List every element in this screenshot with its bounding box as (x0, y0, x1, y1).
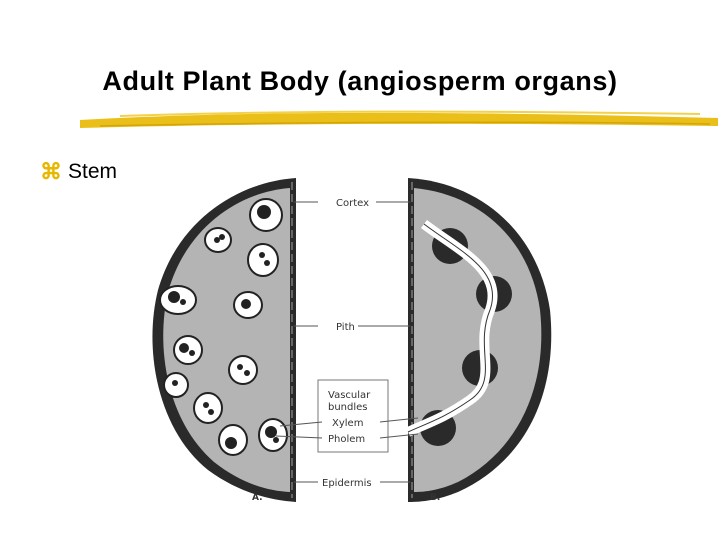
label-panel-a: A. (252, 493, 263, 503)
label-xylem: Xylem (332, 418, 363, 429)
stem-cross-section-figure: Cortex Pith Vascular bundles Xylem Phole… (118, 160, 578, 520)
label-pith: Pith (336, 322, 355, 333)
stem-diagram: Cortex Pith Vascular bundles Xylem Phole… (152, 178, 552, 503)
label-vascular: Vascular (328, 390, 371, 401)
z-bullet-icon: ⌘ (40, 159, 62, 184)
label-cortex: Cortex (336, 198, 369, 209)
leader-lines (275, 201, 419, 483)
xylem-dots-a (168, 205, 279, 449)
label-panel-b: B. (430, 493, 440, 503)
slide-title: Adult Plant Body (angiosperm organs) (102, 66, 618, 96)
label-box (317, 379, 389, 453)
vascular-bundles-b (420, 228, 512, 446)
label-phloem: Pholem (328, 434, 365, 445)
label-bundles: bundles (328, 402, 368, 413)
label-epidermis: Epidermis (322, 478, 372, 489)
bullet-text: Stem (68, 160, 118, 183)
bullet-item: ⌘ Stem (40, 159, 117, 185)
